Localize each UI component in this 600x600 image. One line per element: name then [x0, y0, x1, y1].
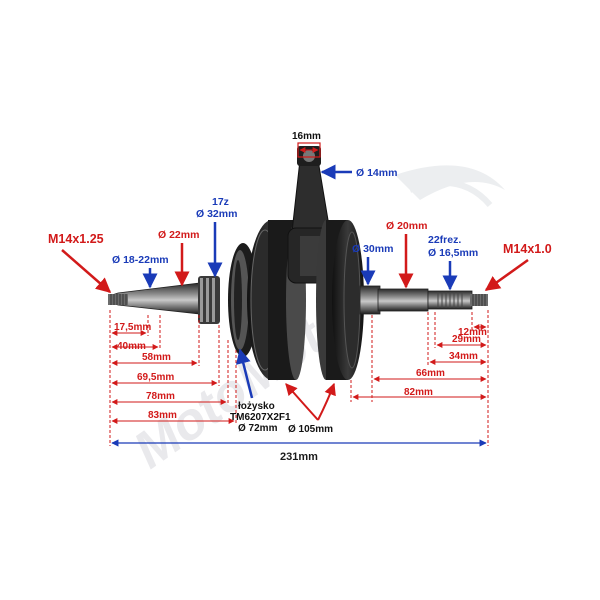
- thread-right-label: M14x1.0: [503, 242, 552, 256]
- left-thread: [108, 294, 128, 305]
- web-dia-label: Ø 105mm: [288, 424, 333, 435]
- web-dia-arrow-right: [317, 382, 336, 421]
- dia-14-label: Ø 14mm: [356, 167, 397, 179]
- bearing-arrow: [235, 348, 254, 399]
- dim-29mm: 29mm: [452, 334, 481, 345]
- dia-32-label: Ø 32mm: [196, 208, 237, 220]
- sprocket-17z: [198, 276, 220, 324]
- right-thread: [470, 294, 488, 306]
- bearing-code-label: TM6207X2F1: [230, 412, 291, 423]
- dim-34mm: 34mm: [449, 351, 478, 362]
- pin-16-label: 16mm: [292, 131, 321, 142]
- dim-40mm: 40mm: [117, 341, 146, 352]
- splines-label: 22frez.: [428, 234, 461, 246]
- crankshaft-part: [108, 146, 488, 380]
- thread-right-arrow: [484, 258, 529, 292]
- thread-left-arrow: [61, 249, 112, 293]
- dim-17-5mm: 17,5mm: [114, 322, 151, 333]
- teeth-17z-label: 17z: [212, 196, 229, 208]
- right-dimension-lines: [350, 310, 489, 446]
- right-splines: [437, 292, 463, 308]
- bearing-word-label: łożysko: [238, 401, 275, 412]
- dia-22-label: Ø 22mm: [158, 229, 199, 241]
- watermark-swoosh: [395, 165, 505, 208]
- dim-66mm: 66mm: [416, 368, 445, 379]
- dia-18-22-label: Ø 18-22mm: [112, 254, 169, 266]
- dia-30-label: Ø 30mm: [352, 243, 393, 255]
- right-shaft: [359, 285, 473, 315]
- web-dia-arrow-left: [285, 383, 319, 421]
- dim-12mm: 12mm: [458, 327, 487, 338]
- bearing-dia-label: Ø 72mm: [238, 423, 278, 434]
- dim-82mm: 82mm: [404, 387, 433, 398]
- right-web: [316, 220, 364, 380]
- dim-78mm: 78mm: [146, 391, 175, 402]
- dia-20-label: Ø 20mm: [386, 220, 427, 232]
- dim-69-5mm: 69,5mm: [137, 372, 174, 383]
- total-length-label: 231mm: [280, 451, 318, 463]
- dim-58mm: 58mm: [142, 352, 171, 363]
- thread-left-label: M14x1.25: [48, 232, 104, 246]
- left-dimension-lines: [109, 310, 237, 446]
- dim-83mm: 83mm: [148, 410, 177, 421]
- dia-16-5-label: Ø 16,5mm: [428, 247, 478, 259]
- pin-16-box: [297, 142, 321, 158]
